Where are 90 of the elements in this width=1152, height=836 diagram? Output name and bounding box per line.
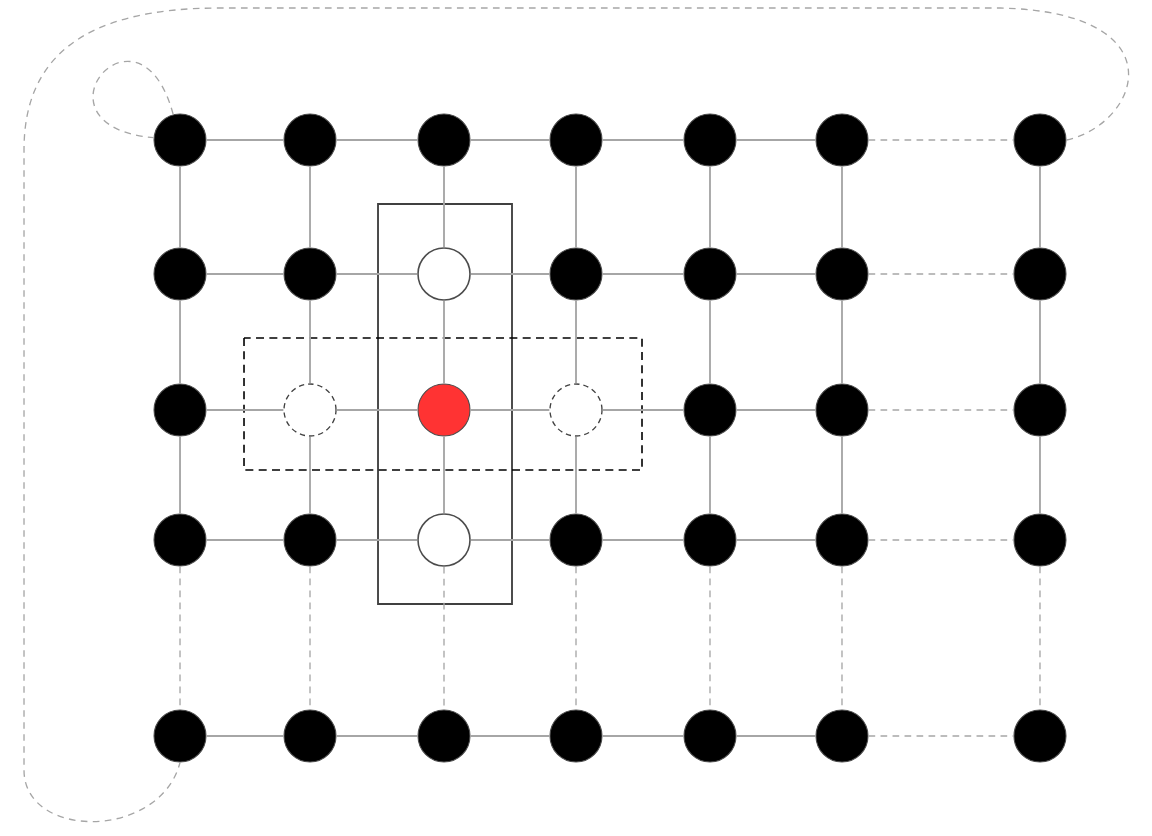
- connector-line: [735, 273, 817, 275]
- highlighted-dot: [417, 383, 471, 437]
- dot: [815, 513, 869, 567]
- connector-line: [443, 299, 445, 385]
- dot: [417, 709, 471, 763]
- dot: [1013, 709, 1067, 763]
- dot: [549, 247, 603, 301]
- connector-line: [309, 165, 311, 249]
- dashed-circle: [283, 383, 337, 437]
- connector-line: [1039, 299, 1041, 385]
- dot: [1013, 247, 1067, 301]
- connector-line: [179, 165, 181, 249]
- connector-line: [205, 409, 285, 411]
- dot: [683, 113, 737, 167]
- open-circle: [417, 247, 471, 301]
- connector-line: [601, 539, 685, 541]
- connector-line: [735, 139, 817, 141]
- dot: [417, 113, 471, 167]
- dot: [283, 247, 337, 301]
- dot: [815, 247, 869, 301]
- connector-line: [309, 299, 311, 385]
- dot: [153, 247, 207, 301]
- dot: [283, 113, 337, 167]
- connector-line: [1039, 435, 1041, 515]
- connector-line: [335, 539, 419, 541]
- connector-line: [735, 409, 817, 411]
- open-circle: [417, 513, 471, 567]
- connector-line: [841, 299, 843, 385]
- dot: [1013, 383, 1067, 437]
- connector-line: [335, 409, 419, 411]
- connector-line: [469, 273, 551, 275]
- connector-line: [335, 273, 419, 275]
- dot: [153, 113, 207, 167]
- dot: [283, 513, 337, 567]
- connector-line: [469, 735, 551, 737]
- dot: [683, 383, 737, 437]
- connector-line: [469, 409, 551, 411]
- connector-line: [575, 165, 577, 249]
- connector-line: [709, 435, 711, 515]
- connector-line: [601, 139, 685, 141]
- connector-line: [709, 565, 711, 711]
- self-loop: [92, 60, 174, 139]
- connector-line: [179, 435, 181, 515]
- dot: [549, 513, 603, 567]
- connector-line: [443, 435, 445, 515]
- connector-line: [335, 735, 419, 737]
- connector-line: [469, 139, 551, 141]
- connector-line: [735, 735, 817, 737]
- dot: [549, 113, 603, 167]
- connector-line: [709, 299, 711, 385]
- connector-line: [335, 139, 419, 141]
- dot: [683, 513, 737, 567]
- connector-line: [443, 165, 445, 249]
- connector-line: [735, 539, 817, 541]
- connector-line: [309, 565, 311, 711]
- connector-line: [841, 435, 843, 515]
- connector-line: [1039, 565, 1041, 711]
- connector-line: [601, 273, 685, 275]
- dot: [153, 383, 207, 437]
- connector-line: [309, 435, 311, 515]
- connector-line: [205, 139, 285, 141]
- connector-line: [205, 539, 285, 541]
- dot: [549, 709, 603, 763]
- connector-line: [841, 565, 843, 711]
- connector-line: [709, 165, 711, 249]
- connector-line: [205, 735, 285, 737]
- dot: [815, 383, 869, 437]
- dot: [1013, 113, 1067, 167]
- dot: [815, 113, 869, 167]
- connector-line: [841, 165, 843, 249]
- connector-line: [575, 565, 577, 711]
- dot: [283, 709, 337, 763]
- connector-line: [575, 435, 577, 515]
- wrap-around-curve: [23, 7, 1129, 823]
- dot: [815, 709, 869, 763]
- connector-line: [443, 566, 445, 711]
- connector-line: [205, 273, 285, 275]
- dot: [153, 709, 207, 763]
- dot: [683, 247, 737, 301]
- connector-line: [179, 299, 181, 385]
- connector-line: [179, 565, 181, 711]
- dot: [153, 513, 207, 567]
- connector-line: [575, 299, 577, 385]
- connector-line: [601, 409, 685, 411]
- dot: [683, 709, 737, 763]
- connector-line: [469, 539, 551, 541]
- dot: [1013, 513, 1067, 567]
- connector-line: [601, 735, 685, 737]
- dashed-circle: [549, 383, 603, 437]
- connector-line: [1039, 165, 1041, 249]
